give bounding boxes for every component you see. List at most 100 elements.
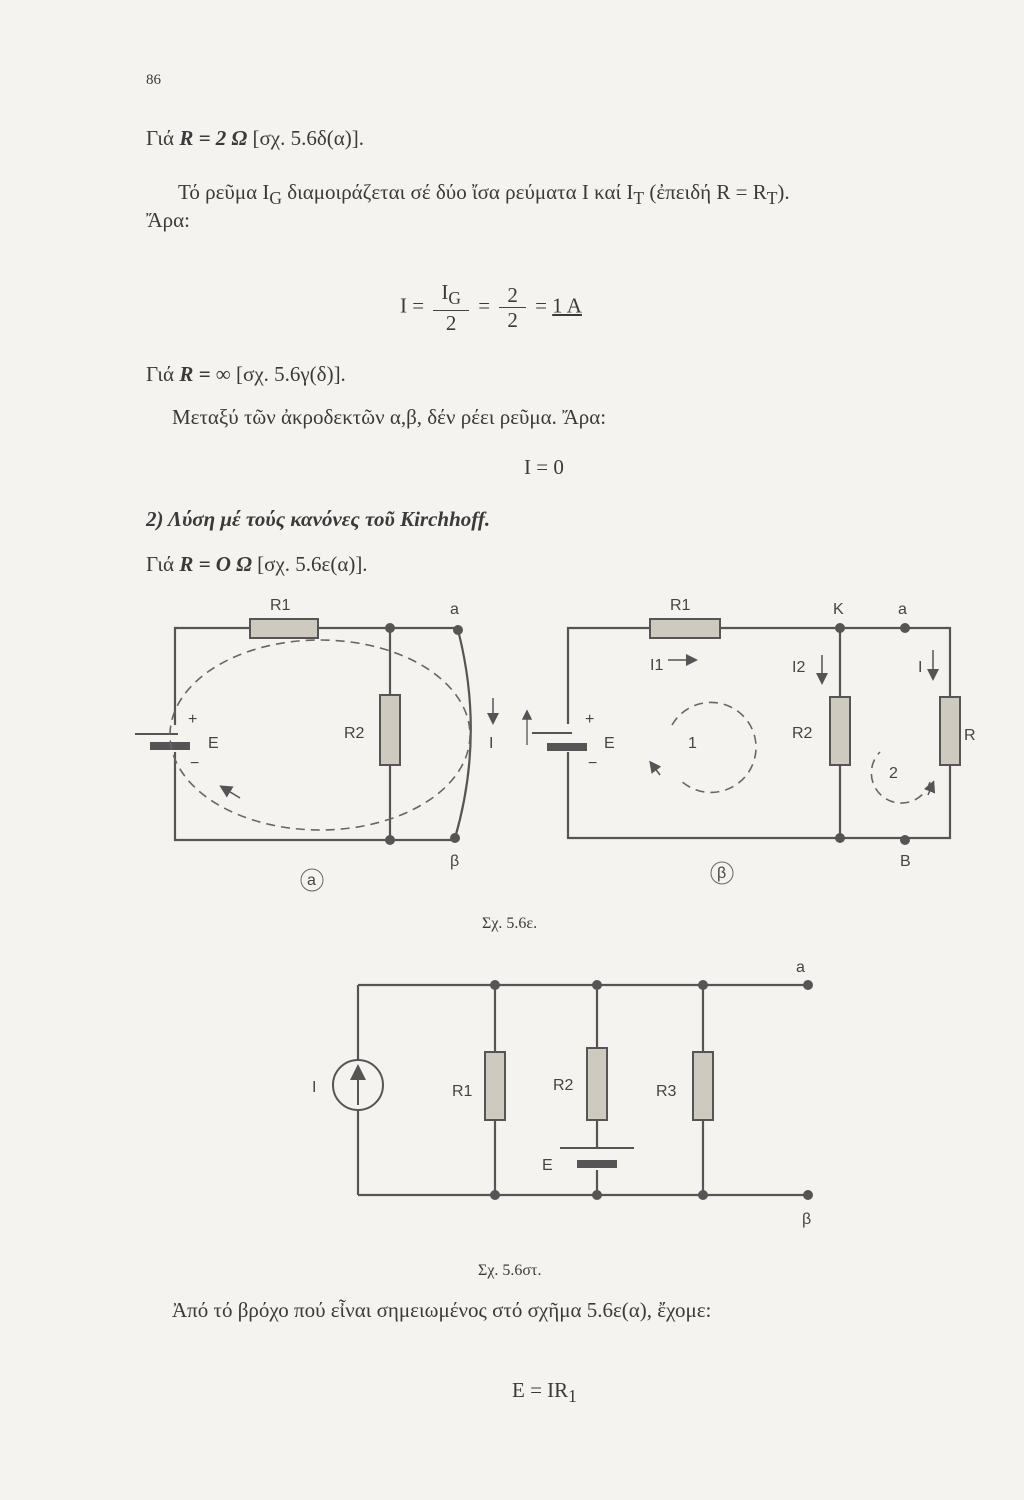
no-current-text: Μεταξύ τῶν ἀκροδεκτῶν α,β, δέν ρέει ρεῦμ…	[172, 405, 607, 429]
resistor-r3	[692, 1051, 714, 1121]
resistor-r	[939, 696, 961, 766]
loop-1-arrow-icon	[649, 760, 662, 776]
circuit-a: R1 R2 + − E I a β a	[135, 597, 499, 892]
node-b	[900, 835, 910, 845]
resistor-r1	[249, 618, 319, 639]
figure-caption-5-6e: Σχ. 5.6ε.	[482, 915, 538, 932]
node	[490, 980, 500, 990]
sub: 1	[568, 1386, 577, 1407]
label-a: a	[450, 601, 459, 618]
current-source	[332, 1059, 384, 1111]
equation-3: E = IR1	[512, 1378, 577, 1407]
text: ).	[777, 180, 790, 204]
section-heading: 2) Λύση μέ τούς κανόνες τοῦ Kirchhoff.	[146, 507, 491, 531]
label-i: I	[489, 735, 493, 752]
formula: R = 2 Ω	[179, 126, 248, 150]
node-k	[835, 623, 845, 633]
node-a	[900, 623, 910, 633]
label-i2: I2	[792, 659, 805, 676]
label-minus: −	[588, 755, 597, 772]
label-i: I	[918, 659, 922, 676]
eq: =	[478, 293, 491, 318]
loop-1-path	[671, 701, 757, 794]
den: 2	[507, 308, 518, 333]
eq: E = IR	[512, 1378, 569, 1402]
equation-2: I = 0	[524, 455, 564, 479]
label-k: K	[833, 601, 844, 618]
text: διαμοιράζεται σέ δύο ἴσα ρεύματα I καί I	[281, 180, 634, 204]
resistor-r1	[649, 618, 721, 639]
label-r: R	[964, 727, 976, 744]
result: 1 A	[552, 293, 582, 318]
resistor-r1	[484, 1051, 506, 1121]
ara-label: Ἄρα:	[146, 208, 190, 232]
case-r-2-line: Γιά R = 2 Ω [σχ. 5.6δ(α)].	[146, 126, 364, 151]
label-r2: R2	[344, 725, 365, 742]
node	[698, 980, 708, 990]
text: Γιά	[146, 126, 175, 150]
text: Γιά	[146, 362, 175, 386]
den: 2	[445, 311, 457, 336]
node-b	[803, 1190, 813, 1200]
battery-short-plate	[577, 1160, 617, 1168]
label-e: E	[604, 735, 615, 752]
node	[592, 980, 602, 990]
node	[385, 835, 395, 845]
node-b	[450, 833, 460, 843]
sub: G	[448, 288, 461, 309]
node	[835, 833, 845, 843]
resistor-r2	[829, 696, 851, 766]
node	[490, 1190, 500, 1200]
label-beta: β	[802, 1211, 811, 1228]
label-r3: R3	[656, 1083, 677, 1100]
label-e: E	[542, 1157, 553, 1174]
num: 2	[499, 283, 526, 309]
formula: R =	[179, 362, 211, 386]
loop-2-arrow-icon	[924, 780, 936, 796]
current-split-text: Τό ρεῦμα IG διαμοιράζεται σέ δύο ἴσα ρεύ…	[178, 180, 790, 209]
subfigure-badge	[300, 868, 324, 892]
battery-short-plate	[150, 742, 190, 750]
node-a	[803, 980, 813, 990]
label-i1: I1	[650, 657, 663, 674]
subfigure-label: a	[307, 872, 316, 889]
subfigure-badge	[710, 861, 734, 885]
node	[385, 623, 395, 633]
figure-caption-5-6st: Σχ. 5.6στ.	[478, 1262, 542, 1279]
label-beta: β	[450, 853, 459, 870]
resistor-r2	[586, 1047, 608, 1121]
label-r1: R1	[452, 1083, 473, 1100]
case-r-inf-line: Γιά R = ∞ [σχ. 5.6γ(δ)].	[146, 362, 346, 387]
label-loop-1: 1	[688, 735, 697, 752]
label-b: B	[900, 853, 911, 870]
loop-2-path	[870, 751, 931, 804]
eq-lhs: I =	[400, 293, 425, 318]
wire	[566, 626, 952, 840]
figure-ref: [σχ. 5.6ε(α)].	[257, 552, 368, 576]
label-plus: +	[585, 711, 594, 728]
figure-ref: ∞ [σχ. 5.6γ(δ)].	[215, 362, 346, 386]
short-wire	[453, 629, 472, 839]
label-r1: R1	[670, 597, 691, 614]
battery-short-plate	[547, 743, 587, 751]
label-r2: R2	[792, 725, 813, 742]
node	[592, 1190, 602, 1200]
node	[698, 1190, 708, 1200]
page-number: 86	[146, 72, 161, 88]
loop-path	[169, 639, 471, 831]
case-r-0-line: Γιά R = O Ω [σχ. 5.6ε(α)].	[146, 552, 368, 577]
label-a: a	[796, 959, 805, 976]
label-plus: +	[188, 711, 197, 728]
label-r2: R2	[553, 1077, 574, 1094]
label-a: a	[898, 601, 907, 618]
text: Τό ρεῦμα I	[178, 180, 270, 204]
loop-text: Ἀπό τό βρόχο πού εἶναι σημειωμένος στό σ…	[172, 1298, 712, 1322]
circuit-5-6st: I R1 R2 R3 E a β	[312, 959, 813, 1228]
node-a	[453, 625, 463, 635]
loop-arrow-icon	[219, 785, 241, 799]
text: (ἐπειδή R = R	[644, 180, 767, 204]
